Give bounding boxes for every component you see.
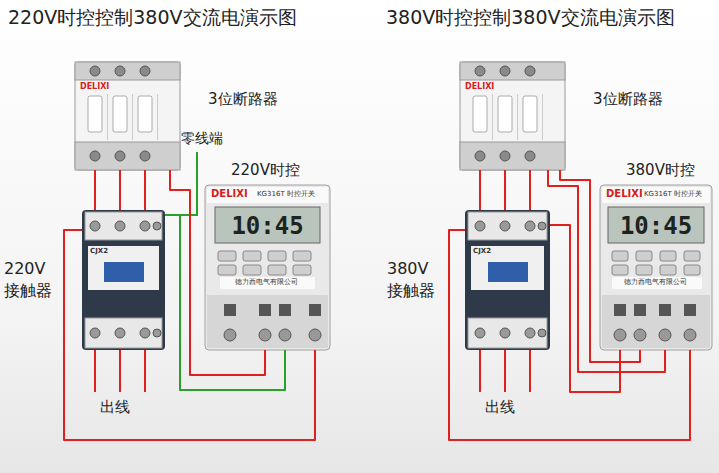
maker-mark: 德力西电气有限公司 — [624, 278, 687, 286]
device-label: 380V 接触器 — [387, 258, 441, 303]
output-label: 出线 — [485, 398, 515, 416]
wire — [170, 170, 265, 375]
timer-drawing — [600, 185, 712, 350]
brand-mark: DELIXI — [211, 188, 248, 200]
contactor-drawing — [82, 210, 165, 350]
model-mark: CJX2 — [90, 247, 108, 255]
breaker-drawing — [75, 62, 180, 170]
wire — [479, 170, 481, 210]
circuit-breaker: 3位断路器DELIXI — [75, 62, 180, 170]
wire — [165, 215, 285, 390]
diagram-title: 220V时控控制380V交流电演示图 — [8, 6, 297, 29]
brand-mark: DELIXI — [465, 82, 494, 92]
timer-drawing — [205, 185, 330, 350]
model-mark: KG316T 时控开关 — [257, 190, 315, 198]
lcd-readout: 10:45 — [608, 212, 704, 241]
model-mark: KG316T 时控开关 — [644, 190, 702, 198]
wire — [550, 225, 620, 392]
terminal-label: 零线端 — [181, 130, 223, 147]
time-switch: 220V时控DELIXIKG316T 时控开关10:45德力西电气有限公司 — [205, 185, 330, 350]
device-label: 3位断路器 — [593, 90, 663, 108]
neutral-wire — [180, 152, 197, 215]
wire — [529, 170, 531, 210]
contactor-drawing — [465, 210, 550, 350]
diagram-title: 380V时控控制380V交流电演示图 — [386, 6, 675, 29]
wire — [64, 230, 315, 440]
lcd-readout: 10:45 — [215, 212, 320, 241]
wire — [94, 170, 96, 210]
device-label: 380V时控 — [626, 161, 695, 179]
device-label: 3位断路器 — [208, 90, 278, 108]
circuit-breaker: 3位断路器DELIXI — [460, 62, 565, 170]
wire — [504, 170, 506, 210]
output-label: 出线 — [100, 398, 130, 416]
wire — [548, 170, 665, 372]
brand-mark: DELIXI — [606, 188, 643, 200]
contactor: 220V 接触器CJX2 — [82, 210, 165, 350]
breaker-drawing — [460, 62, 565, 170]
maker-mark: 德力西电气有限公司 — [235, 278, 298, 286]
device-label: 220V时控 — [231, 161, 300, 179]
contactor: 380V 接触器CJX2 — [465, 210, 550, 350]
time-switch: 380V时控DELIXIKG316T 时控开关10:45德力西电气有限公司 — [600, 185, 712, 350]
wire — [119, 170, 121, 210]
output-wires — [95, 350, 530, 392]
device-label: 220V 接触器 — [4, 258, 58, 303]
brand-mark: DELIXI — [80, 82, 109, 92]
model-mark: CJX2 — [473, 247, 491, 255]
wire — [144, 170, 146, 210]
